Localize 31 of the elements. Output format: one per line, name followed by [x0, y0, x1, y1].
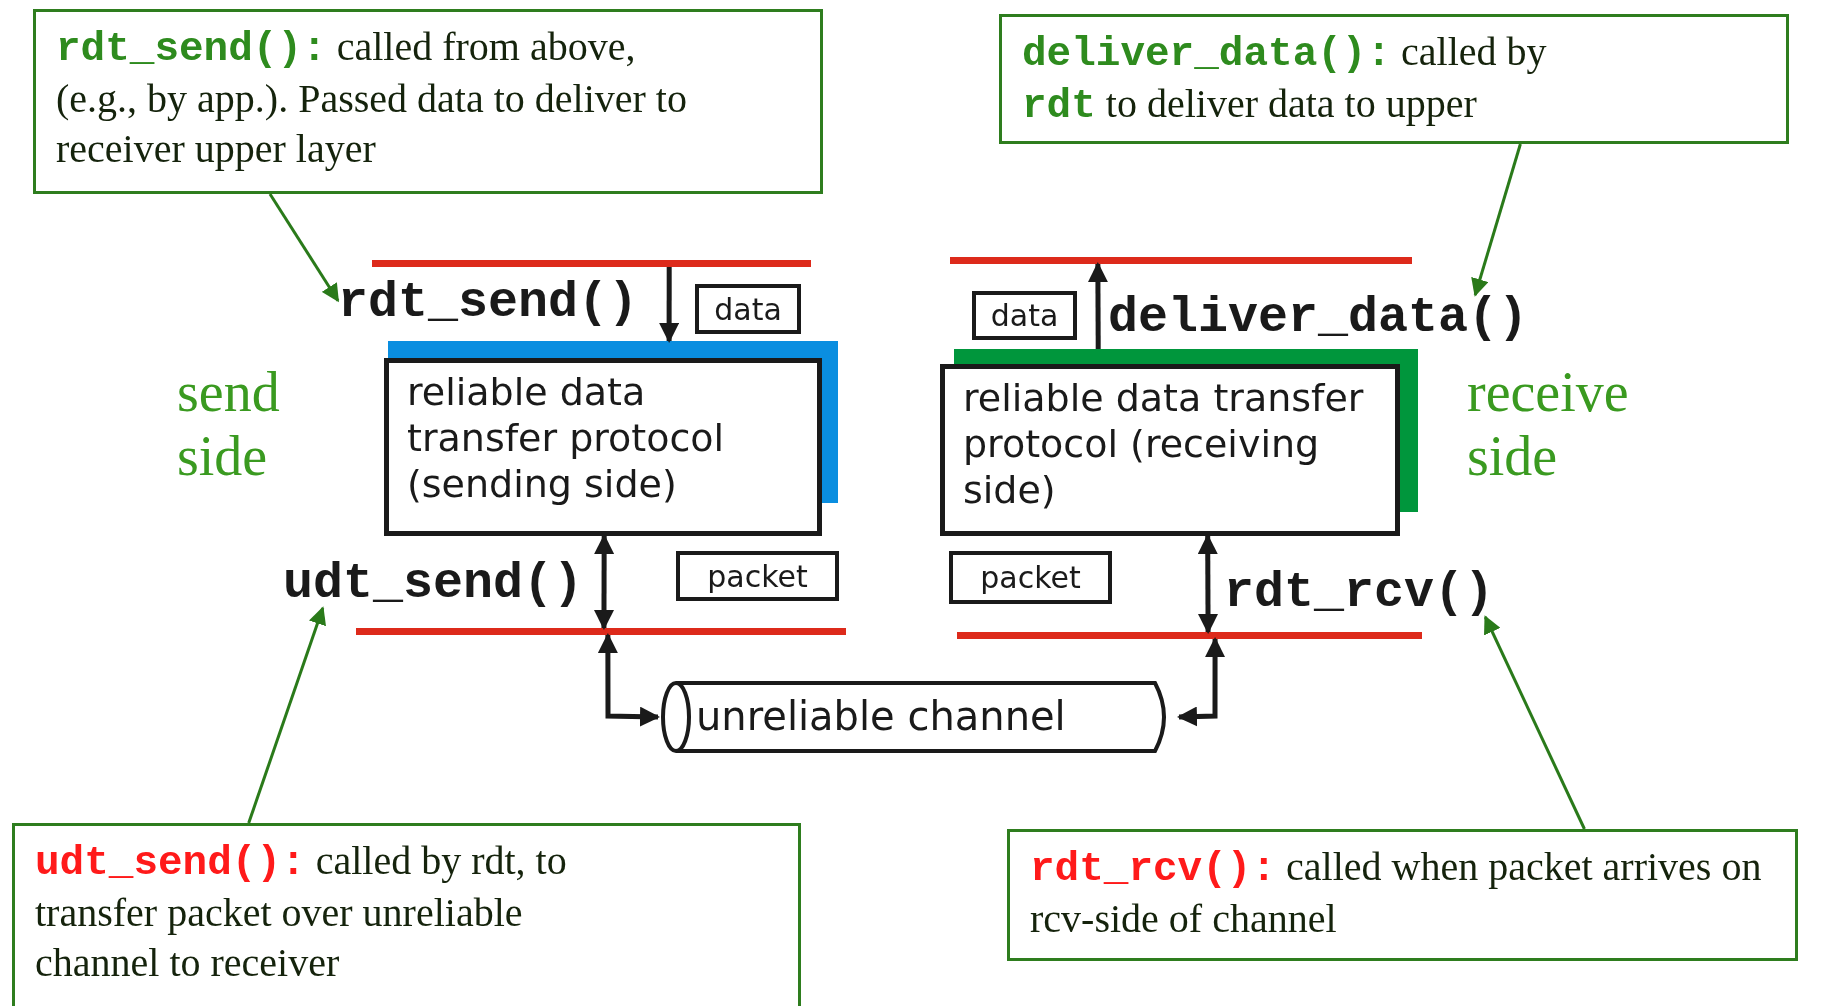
leader-line: [1483, 615, 1586, 830]
function-label: udt_send(): [283, 561, 589, 608]
callout-text: deliver_data(): called by rdt to deliver data to upper: [1022, 28, 1548, 131]
arrow: [1087, 262, 1108, 349]
callout-box: [33, 9, 823, 194]
protocol-label: reliable data transfer protocol (receiving side): [963, 375, 1365, 513]
function-label: deliver_data(): [1108, 295, 1540, 340]
message-box: packet: [676, 551, 839, 601]
side-label: send side: [177, 360, 281, 488]
arrow: [659, 267, 680, 343]
protocol-label: reliable data transfer protocol (sending side): [407, 369, 726, 507]
callout-text: udt_send(): called by rdt, to transfer packet over unreliable channel to receiver: [35, 837, 568, 987]
channel-label: unreliable channel: [696, 692, 1066, 740]
function-label: rdt_rcv(): [1224, 570, 1502, 617]
arrow: [597, 633, 660, 727]
arrow: [1197, 534, 1218, 634]
function-label: rdt_send(): [338, 280, 648, 326]
arrow: [1177, 637, 1226, 727]
callout-box: [1007, 829, 1798, 961]
callout-box: [12, 823, 801, 1006]
leader-line: [1471, 143, 1522, 297]
message-box: packet: [949, 551, 1112, 604]
message-box: data: [695, 284, 801, 334]
arrow: [594, 534, 615, 630]
callout-text: rdt_rcv(): called when packet arrives on rcv-side of channel: [1030, 843, 1763, 943]
leader-line: [247, 606, 326, 824]
leader-line: [268, 193, 340, 303]
callout-text: rdt_send(): called from above, (e.g., by app.). Passed data to deliver to receiver upper layer: [56, 23, 688, 173]
message-box: data: [972, 291, 1077, 340]
callout-box: [999, 14, 1789, 144]
side-label: receive side: [1467, 360, 1630, 488]
